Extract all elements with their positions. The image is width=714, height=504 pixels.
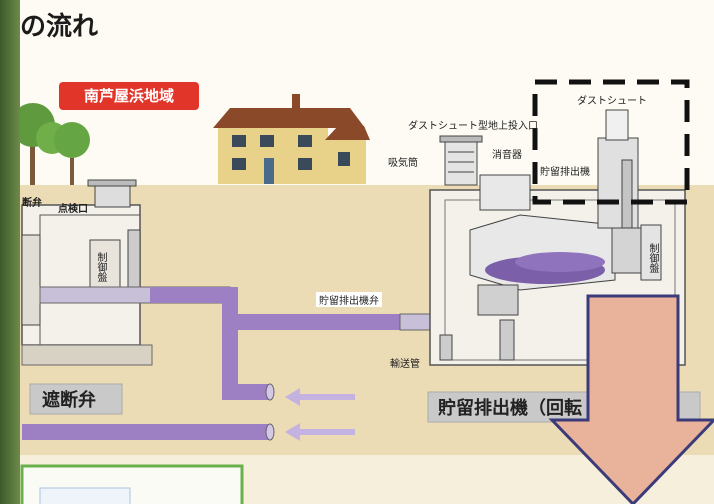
- label-shutoff-valve-top: 断弁: [22, 198, 42, 209]
- dust-chute-highlight: [532, 79, 690, 205]
- down-arrow-icon: [548, 294, 714, 504]
- label-control-panel-left: 制御盤: [95, 252, 106, 282]
- page-heading: の流れ: [20, 12, 99, 42]
- shutoff-valve-chamber: [21, 179, 153, 366]
- shutoff-valve-caption-bg: [29, 383, 123, 415]
- label-dust-chute-inlet: ダストシュート型地上投入口: [408, 121, 538, 132]
- label-silencer: 消音器: [492, 150, 522, 161]
- label-storage-discharger-valve: 貯留排出機弁: [316, 292, 382, 307]
- region-badge: 南芦屋浜地域: [59, 82, 199, 110]
- tree-icon: [11, 103, 90, 185]
- house-icon: [213, 94, 370, 184]
- label-dust-chute: ダストシュート: [577, 96, 647, 107]
- label-storage-discharger: 貯留排出機: [540, 167, 590, 178]
- flow-arrow-icon: [285, 388, 355, 441]
- caption-storage-discharger: 貯留排出機（回転: [438, 398, 582, 419]
- label-transport-pipe: 輸送管: [390, 359, 420, 370]
- label-control-panel-right: 制御盤: [647, 243, 658, 273]
- caption-shutoff-valve: 遮断弁: [42, 390, 96, 411]
- label-intake-cylinder: 吸気筒: [388, 158, 418, 169]
- left-edge-bar: [0, 0, 20, 504]
- label-inspection-port: 点検口: [58, 204, 88, 215]
